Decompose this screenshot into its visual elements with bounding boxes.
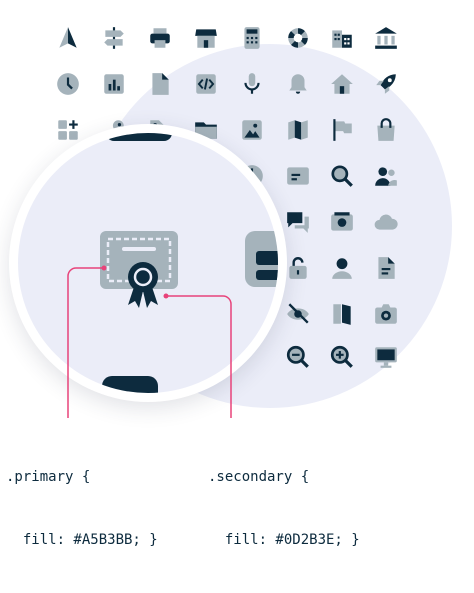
bank-icon: [373, 25, 399, 51]
book-icon: [329, 301, 355, 327]
chat-bubbles-icon: [285, 209, 311, 235]
primary-callout-line: [67, 267, 103, 418]
monitor-icon: [373, 344, 399, 370]
partial-icon-top: [106, 133, 172, 141]
navigation-arrow-icon: [55, 25, 81, 51]
shopping-bag-icon: [373, 117, 399, 143]
partial-icon-bottom: [102, 376, 158, 393]
secondary-callout-line: [167, 295, 232, 418]
illustration: .primary { fill: #A5B3BB; } .secondary {…: [6, 25, 452, 548]
cloud-icon: [373, 209, 399, 235]
secondary-callout-dot: [163, 293, 169, 299]
primary-selector: .primary {: [6, 469, 91, 485]
magnifier-lens: [18, 133, 278, 393]
zoom-in-icon: [329, 344, 355, 370]
zoom-out-icon: [285, 344, 311, 370]
bar-chart-icon: [101, 71, 127, 97]
callout-lines: [67, 265, 232, 418]
city-buildings-icon: [329, 25, 355, 51]
certificate-icon: [100, 231, 178, 308]
storefront-icon: [193, 25, 219, 51]
key-icon: [101, 117, 127, 143]
printer-icon: [147, 25, 173, 51]
secondary-selector: .secondary {: [208, 469, 310, 485]
secondary-declaration: fill: #0D2B3E; }: [208, 532, 360, 548]
microphone-icon: [239, 71, 265, 97]
icon-grid: [55, 25, 399, 370]
bell-icon: [285, 71, 311, 97]
map-icon: [285, 117, 311, 143]
add-apps-icon: [55, 117, 81, 143]
home-icon: [329, 71, 355, 97]
primary-code-snippet: .primary { fill: #A5B3BB; }: [6, 425, 158, 593]
user-group-icon: [373, 163, 399, 189]
flag-icon: [329, 117, 355, 143]
text-document-icon: [373, 255, 399, 281]
folder-icon: [193, 117, 219, 143]
clock-icon: [55, 71, 81, 97]
secondary-code-snippet: .secondary { fill: #0D2B3E; }: [208, 425, 360, 593]
image-icon: [239, 117, 265, 143]
primary-declaration: fill: #A5B3BB; }: [6, 532, 158, 548]
document-icon: [147, 71, 173, 97]
partial-icon-right-detail: [256, 251, 278, 265]
code-file-icon: [193, 71, 219, 97]
user-icon: [329, 255, 355, 281]
primary-callout-dot: [101, 265, 107, 271]
photo-gallery-icon: [329, 209, 355, 235]
partial-icon-right-detail-2: [256, 270, 278, 280]
eye-off-icon: [285, 301, 311, 327]
rocket-icon: [373, 71, 399, 97]
search-icon: [329, 163, 355, 189]
camera-icon: [373, 301, 399, 327]
unlock-icon: [285, 255, 311, 281]
credit-card-icon: [285, 163, 311, 189]
signpost-icon: [101, 25, 127, 51]
lifebuoy-icon: [285, 25, 311, 51]
calculator-icon: [239, 25, 265, 51]
